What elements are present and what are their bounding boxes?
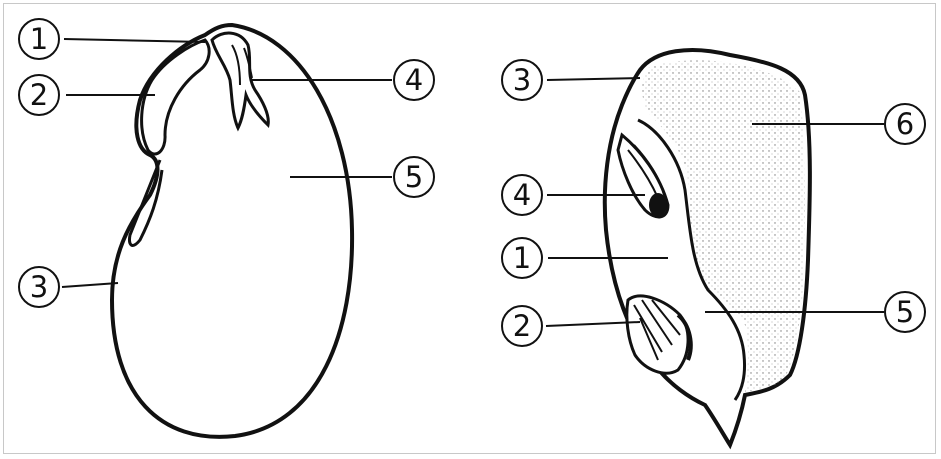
right-leader-lines: [545, 77, 884, 327]
leader-right-2: [545, 321, 641, 327]
callout-right-1: 1: [501, 237, 543, 279]
callout-right-2: 2: [501, 305, 543, 347]
bean-radicle: [140, 38, 211, 156]
leader-right-3: [546, 77, 641, 81]
callout-right-4: 4: [501, 174, 543, 216]
left-leader-lines: [61, 38, 392, 288]
callout-left-1: 1: [18, 18, 60, 60]
figure-frame: [3, 3, 936, 454]
bean-seed-coat-edge: [128, 159, 164, 247]
callout-right-3: 3: [501, 59, 543, 101]
leader-left-1: [63, 38, 206, 43]
callout-right-6: 6: [884, 103, 926, 145]
bean-plumule-detail: [231, 44, 253, 86]
leader-left-3: [61, 282, 119, 288]
corn-endosperm: [642, 60, 805, 392]
corn-seed-drawing: [602, 48, 812, 450]
callout-left-2: 2: [18, 74, 60, 116]
corn-radicle-cap: [676, 313, 693, 361]
corn-radicle-detail: [633, 299, 681, 361]
bean-seed-drawing: [109, 22, 355, 439]
corn-embryo-boundary: [637, 118, 746, 401]
callout-left-3: 3: [18, 266, 60, 308]
callout-right-5: 5: [884, 291, 926, 333]
callout-left-4: 4: [393, 59, 435, 101]
corn-plumule-tip: [649, 193, 667, 217]
bean-seed-outline: [109, 22, 355, 439]
callout-left-5: 5: [393, 156, 435, 198]
corn-radicle: [625, 294, 690, 375]
